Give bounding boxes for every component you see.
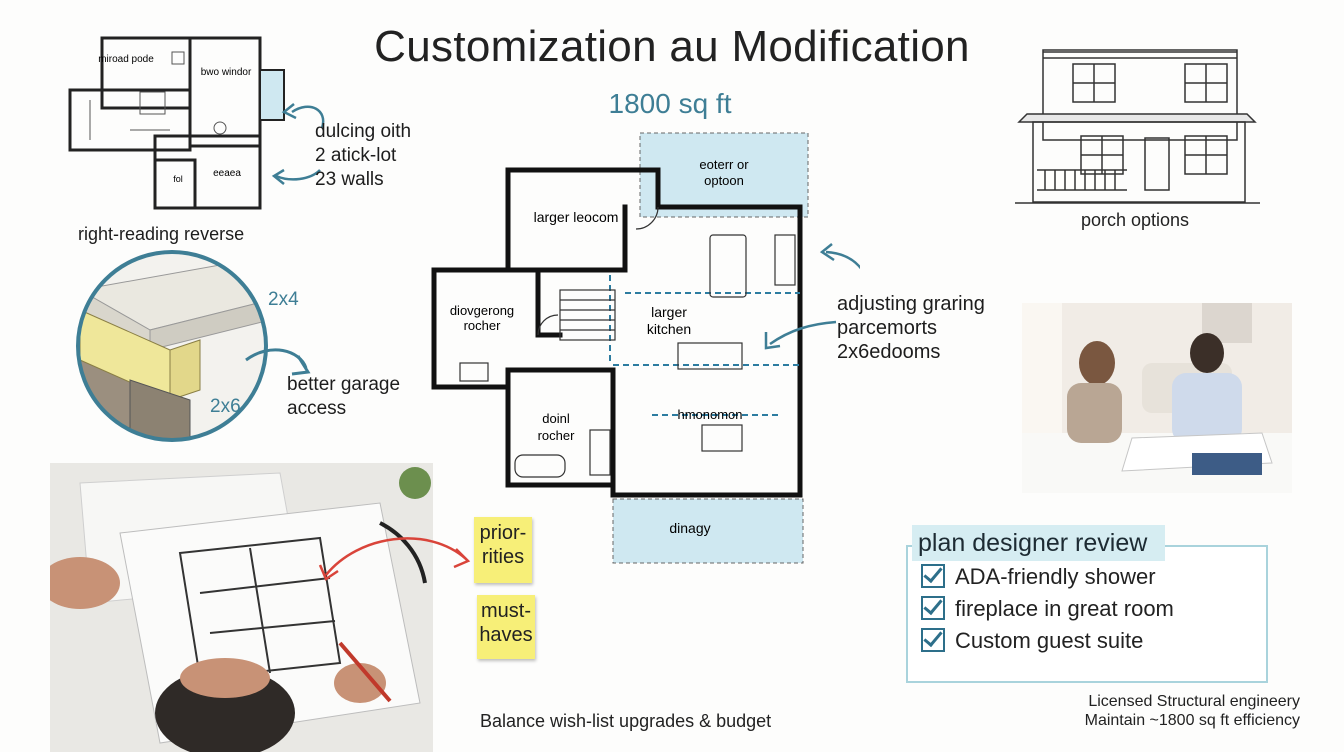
area-label: 1800 sq ft [608,88,732,119]
annotation-line: 23 walls [315,169,384,190]
annotation-line: parcemorts [837,317,938,339]
review-item: Custom guest suite [921,626,1143,656]
small-plan-arrows [271,103,325,185]
small-plan-room-1: miroad pode [98,54,154,65]
small-floor-plan: miroad pode bwo windor eeaea fol [68,36,285,210]
elevation-caption: porch options [1080,210,1190,230]
review-item: fireplace in great room [921,594,1174,624]
priorities-arrow [318,537,471,581]
review-panel [906,545,1268,683]
room-larger-bedroom: larger leocom [534,209,619,225]
sticky-note-must-haves: must- haves [477,595,535,659]
annotation-line: dulcing oith [315,121,412,142]
main-floor-plan: eoterr or optoon larger leocom diovgeron… [431,132,809,564]
review-item-label: fireplace in great room [955,596,1174,621]
review-item-label: Custom guest suite [955,628,1144,653]
checkbox-checked-icon [921,596,945,621]
review-title: plan designer review [912,525,1166,561]
footer-notes: Licensed Structural engineery Maintain ~… [1040,692,1300,730]
room-kitchen-2: kitchen [647,321,691,337]
framing-detail: 2x4 2x6 [76,250,311,442]
meeting-photo-illustration [1022,303,1292,493]
review-item: ADA-friendly shower [921,562,1156,592]
annotation-line: adjusting graring [837,293,985,315]
small-plan-room-4: fol [173,174,183,184]
small-plan-caption: right-reading reverse [78,224,245,244]
house-elevation [1015,49,1260,204]
checkbox-checked-icon [921,564,945,589]
annotation-line: 2x6edooms [837,341,941,363]
room-great-room: hmonomon [677,407,742,422]
footer-line: Licensed Structural engineery [1088,693,1300,710]
main-plan-arrows [764,243,860,350]
small-plan-room-3: eeaea [213,168,241,179]
room-bath-1: doinl [542,411,570,426]
room-exterior-option-2: optoon [704,173,744,188]
footer-line: Maintain ~1800 sq ft efficiency [1084,712,1300,729]
drafting-photo [50,463,433,752]
main-plan-annotation: adjusting graring parcemorts 2x6edooms [837,292,1017,364]
room-dining: dinagy [669,520,710,536]
small-plan-room-2: bwo windor [201,67,252,78]
small-plan-annotation: dulcing oith 2 atick-lot 23 walls [315,120,465,192]
meeting-photo [1022,303,1292,493]
drafting-photo-illustration [50,463,433,752]
framing-label-2x6: 2x6 [210,396,241,417]
annotation-line: access [287,398,347,419]
annotation-line: better garage [287,374,401,395]
annotation-line: 2 atick-lot [315,145,397,166]
page-title: Customization au Modification [374,22,970,71]
sticky-note-priorities: prior- rities [474,517,532,583]
room-bedroom2-2: rocher [464,318,502,333]
room-kitchen-1: larger [651,304,687,320]
checkbox-checked-icon [921,628,945,653]
room-bath-2: rocher [538,428,576,443]
balance-note: Balance wish-list upgrades & budget [480,711,772,731]
room-bedroom2-1: diovgerong [450,303,514,318]
review-item-label: ADA-friendly shower [955,564,1156,589]
framing-label-2x4: 2x4 [268,289,299,310]
room-exterior-option-1: eoterr or [699,157,749,172]
framing-annotation: better garage access [287,373,427,421]
